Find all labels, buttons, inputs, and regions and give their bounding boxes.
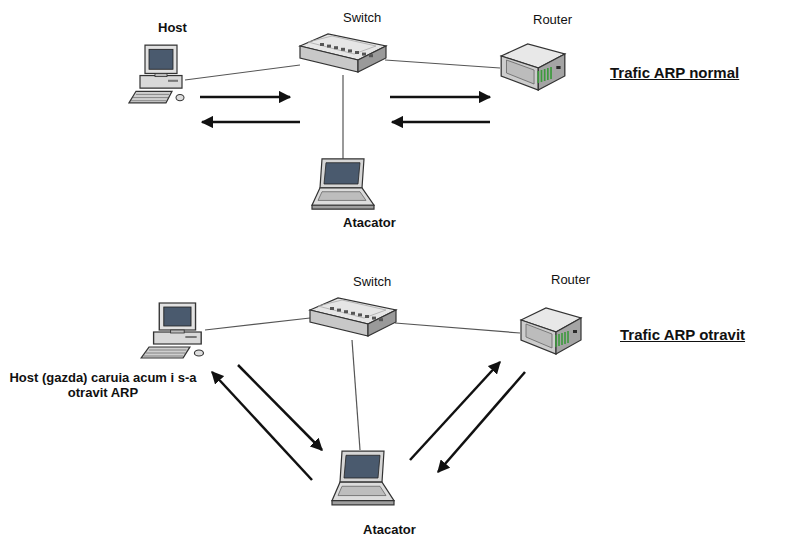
traffic-arrow (392, 121, 490, 124)
host-computer: Host (128, 42, 188, 107)
host-computer: Host (gazda) caruia acum i s-a otravit A… (140, 300, 208, 362)
network-router: Router (498, 38, 568, 98)
network-switch: Switch (308, 296, 398, 341)
device-label: Host (gazda) caruia acum i s-a otravit A… (3, 370, 203, 400)
device-label: Atacator (363, 522, 416, 537)
network-cable (352, 340, 360, 450)
device-label: Router (551, 272, 590, 287)
device-label: Host (158, 20, 187, 35)
traffic-arrow (438, 372, 525, 472)
traffic-arrow (390, 96, 490, 99)
attacker-laptop-icon (308, 155, 378, 213)
network-cable (385, 60, 500, 68)
network-switch: Switch (298, 32, 388, 77)
network-router: Router (518, 302, 584, 362)
network-router-icon (518, 302, 584, 362)
traffic-arrow (202, 121, 300, 124)
device-label: Router (533, 12, 572, 27)
scene-title: Trafic ARP normal (610, 64, 739, 81)
device-label: Switch (343, 10, 381, 25)
device-label: Atacator (343, 215, 396, 230)
network-switch-icon (298, 32, 388, 77)
attacker-laptop-icon (328, 447, 398, 509)
network-router-icon (498, 38, 568, 98)
host-computer-icon (140, 300, 208, 362)
device-label: Switch (353, 274, 391, 289)
network-switch-icon (308, 296, 398, 341)
scene-title: Trafic ARP otravit (620, 326, 745, 343)
attacker-laptop: Atacator (308, 155, 378, 213)
network-cable (205, 318, 310, 330)
network-cable (185, 65, 300, 80)
network-cable (342, 75, 343, 160)
traffic-arrow (238, 365, 322, 450)
traffic-arrow (410, 362, 500, 460)
host-computer-icon (128, 42, 188, 107)
traffic-arrow (200, 96, 290, 99)
attacker-laptop: Atacator (328, 447, 398, 509)
network-cable (395, 323, 520, 333)
